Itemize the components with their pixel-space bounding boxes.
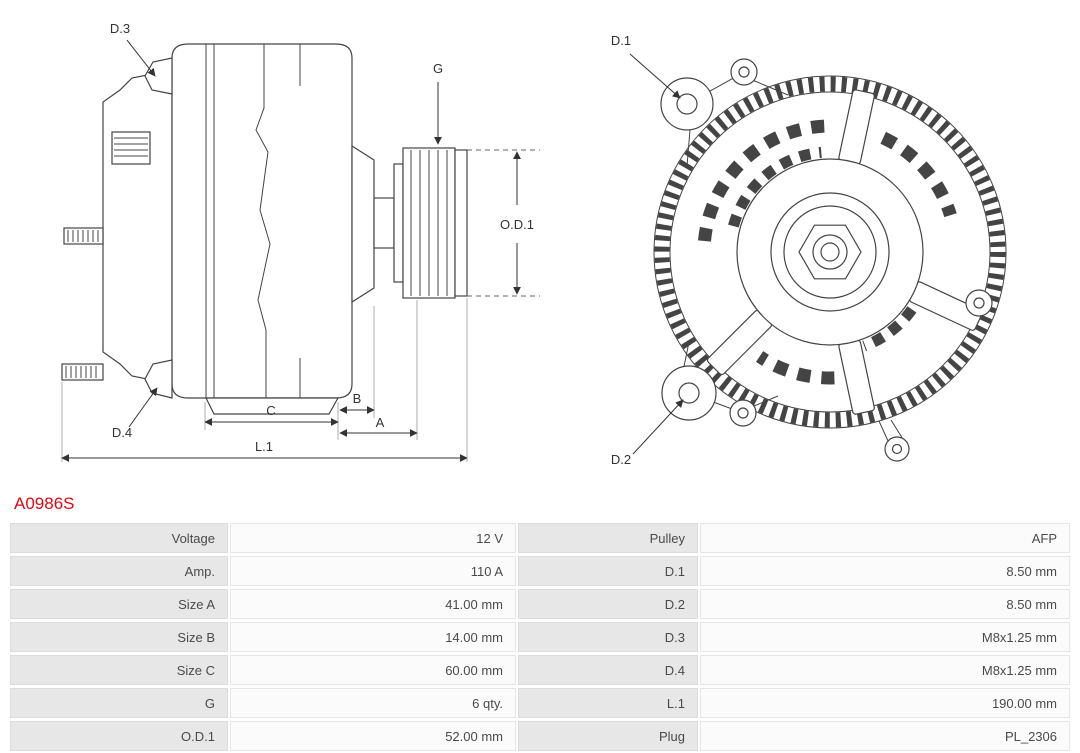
label-g: G xyxy=(433,61,443,76)
spec-label-cell: G xyxy=(10,688,228,718)
spec-table: Voltage 12 V Pulley AFP Amp. 110 A D.1 8… xyxy=(10,523,1070,751)
spec-value-cell: 190.00 mm xyxy=(700,688,1070,718)
label-a: A xyxy=(376,415,385,430)
spec-value-cell: AFP xyxy=(700,523,1070,553)
spec-value-cell: 110 A xyxy=(230,556,516,586)
spec-value-cell: 8.50 mm xyxy=(700,589,1070,619)
mount-hole-d2 xyxy=(678,382,700,404)
spec-label-cell: Pulley xyxy=(518,523,698,553)
spec-value-cell: 60.00 mm xyxy=(230,655,516,685)
spec-value-cell: 6 qty. xyxy=(230,688,516,718)
stator-teeth-ring xyxy=(654,76,1006,428)
side-view: D.3 D.4 G O.D.1 C B A L.1 xyxy=(61,21,540,462)
mount-hole-d1 xyxy=(676,93,698,115)
rear-housing xyxy=(102,69,173,385)
alternator-drawing: D.3 D.4 G O.D.1 C B A L.1 xyxy=(61,21,1007,467)
spec-value-cell: M8x1.25 mm xyxy=(700,622,1070,652)
spec-value-cell: 8.50 mm xyxy=(700,556,1070,586)
spec-label-cell: Plug xyxy=(518,721,698,751)
spec-label-cell: D.3 xyxy=(518,622,698,652)
label-od1: O.D.1 xyxy=(500,217,534,232)
spoke xyxy=(838,89,875,165)
main-body xyxy=(171,43,353,399)
spec-label-cell: Size B xyxy=(10,622,228,652)
label-d2: D.2 xyxy=(611,452,631,467)
spec-label-cell: Size A xyxy=(10,589,228,619)
outer-ring xyxy=(653,75,1007,429)
technical-diagram: D.3 D.4 G O.D.1 C B A L.1 xyxy=(61,21,1007,467)
label-d3: D.3 xyxy=(110,21,130,36)
rear-grille xyxy=(111,131,151,165)
spec-value-cell: 12 V xyxy=(230,523,516,553)
spec-label-cell: D.4 xyxy=(518,655,698,685)
spec-label-cell: O.D.1 xyxy=(10,721,228,751)
spec-label-cell: D.1 xyxy=(518,556,698,586)
label-b: B xyxy=(353,391,362,406)
label-d4: D.4 xyxy=(112,425,132,440)
pulley-nose xyxy=(454,149,468,297)
bottom-foot xyxy=(205,397,340,415)
spec-label-cell: D.2 xyxy=(518,589,698,619)
mount-stud xyxy=(61,363,104,381)
label-l1: L.1 xyxy=(255,439,273,454)
spec-label-cell: Size C xyxy=(10,655,228,685)
pulley-flange xyxy=(393,163,404,283)
spec-value-cell: 52.00 mm xyxy=(230,721,516,751)
spec-value-cell: 41.00 mm xyxy=(230,589,516,619)
spec-label-cell: Voltage xyxy=(10,523,228,553)
spoke xyxy=(706,309,773,376)
label-c: C xyxy=(266,403,275,418)
front-view: D.1 D.2 xyxy=(611,33,1007,467)
spec-value-cell: 14.00 mm xyxy=(230,622,516,652)
spec-value-cell: PL_2306 xyxy=(700,721,1070,751)
spec-label-cell: Amp. xyxy=(10,556,228,586)
spoke xyxy=(838,339,875,415)
part-number[interactable]: A0986S xyxy=(14,494,75,513)
spec-value-cell: M8x1.25 mm xyxy=(700,655,1070,685)
spec-label-cell: L.1 xyxy=(518,688,698,718)
label-d1: D.1 xyxy=(611,33,631,48)
inner-ring xyxy=(669,91,991,413)
front-snout xyxy=(351,144,375,304)
rotor-shaft xyxy=(373,197,395,249)
